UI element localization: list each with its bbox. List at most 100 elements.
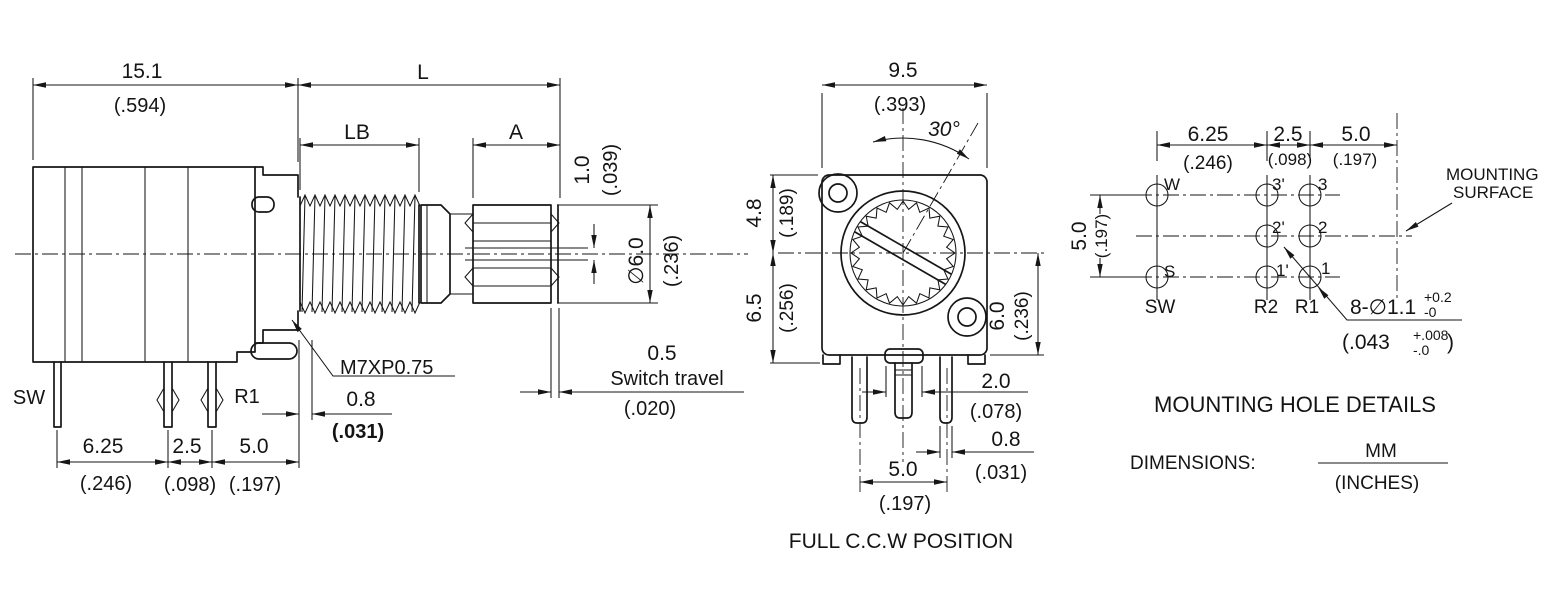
- dim-mount-h1-in: (.246): [1183, 153, 1233, 174]
- front-ear-hole-tl-inner: [828, 183, 848, 203]
- hole-label-s: S: [1164, 262, 1175, 281]
- front-ear-hole-tl-outer: [818, 173, 858, 213]
- dim-mount-h2-in: (.098): [1268, 150, 1312, 169]
- mount-centerlines: [1136, 113, 1412, 300]
- front-switch-housing: [884, 348, 924, 364]
- rotation-arc: [872, 137, 970, 160]
- hole-label-3: 3: [1318, 175, 1327, 194]
- side-body-outline: [32, 166, 256, 363]
- dim-pitch1-in: (.246): [80, 473, 132, 495]
- dim-side-L: L: [417, 61, 429, 84]
- dim-front-width-in: (.393): [874, 94, 926, 116]
- switch-travel-label: Switch travel: [610, 368, 723, 390]
- dim-line-front-right: [990, 253, 1044, 356]
- dim-right-mm: 6.0: [986, 301, 1009, 330]
- front-feet: [822, 354, 986, 365]
- dim-side-width-in: (.594): [114, 95, 166, 117]
- dimensions-label: DIMENSIONS:: [1130, 453, 1256, 474]
- col-label-sw: SW: [1145, 297, 1176, 318]
- dim-pitch3-mm: 5.0: [239, 435, 268, 458]
- hole-note-mm: 8-∅1.1: [1350, 296, 1416, 319]
- front-view-caption: FULL C.C.W POSITION: [789, 530, 1013, 553]
- hole-note-in-sub: -.0: [1413, 342, 1430, 358]
- hole-1: [1298, 265, 1322, 289]
- hole-note-in-sup: +.008: [1413, 327, 1449, 343]
- front-plunger-lines: [895, 369, 912, 376]
- dim-line-dia: [557, 204, 658, 304]
- mounting-surface-label-2: SURFACE: [1453, 183, 1533, 202]
- thread-spec: M7XP0.75: [340, 357, 433, 379]
- dim-actuator-mm: 2.0: [981, 370, 1010, 393]
- col-label-r1: R1: [1295, 297, 1319, 318]
- hole-note-mm-sub: -0: [1424, 304, 1437, 320]
- front-pins: [851, 356, 953, 424]
- dim-upper-mm: 4.8: [743, 198, 766, 227]
- hole-note-mm-sup: +0.2: [1424, 289, 1452, 305]
- hole-2p: [1255, 224, 1279, 248]
- side-knurl-bands: [473, 222, 551, 287]
- dim-lower-mm: 6.5: [743, 293, 766, 322]
- units-inches: (INCHES): [1335, 473, 1419, 494]
- dim-line-LB-A: [299, 138, 560, 198]
- dim-mount-h3-in: (.197): [1333, 150, 1377, 169]
- dim-front-width-mm: 9.5: [888, 59, 917, 82]
- generated-geometry: [33, 82, 1419, 485]
- side-knurl-chevrons: [464, 213, 560, 287]
- mounting-surface-label-1: MOUNTING: [1446, 165, 1539, 184]
- dim-rotation-angle: 30°: [928, 118, 960, 141]
- dim-actuator-in: (.078): [970, 401, 1022, 423]
- dim-offset-mm: 0.8: [346, 388, 375, 411]
- front-knob-slot: [854, 221, 952, 285]
- side-knurl-outline: [472, 204, 559, 304]
- dim-mount-h1-mm: 6.25: [1188, 123, 1229, 146]
- dim-front-pitch-mm: 5.0: [888, 458, 917, 481]
- side-bushing-faces: [299, 196, 420, 312]
- hole-label-2: 2: [1318, 218, 1327, 237]
- hole-note-in: (.043: [1342, 331, 1390, 354]
- dim-pitch3-in: (.197): [229, 474, 281, 496]
- dim-pin-width-in: (.031): [975, 462, 1027, 484]
- hole-1p: [1255, 265, 1279, 289]
- col-label-r2: R2: [1254, 297, 1278, 318]
- front-ear-hole-br-outer: [947, 297, 987, 337]
- mounting-view: 6.25 (.246) 2.5 (.098) 5.0 (.197) 5.0 (.…: [1068, 113, 1539, 494]
- dim-mount-v-in: (.197): [1092, 214, 1111, 258]
- pin-label-r1: R1: [234, 386, 260, 408]
- dim-line-width-L: [32, 78, 561, 198]
- dim-right-in: (.236): [1012, 291, 1033, 341]
- front-knob-inner: [849, 199, 957, 307]
- front-knob-outer: [840, 190, 966, 316]
- side-body-segments: [64, 167, 189, 362]
- dim-mount-v-mm: 5.0: [1068, 221, 1091, 250]
- dim-side-width-mm: 15.1: [122, 60, 163, 83]
- dim-line-travel: [520, 308, 744, 398]
- dim-dia-in: (.236): [661, 235, 683, 287]
- dim-line-offset: [262, 340, 392, 468]
- side-view: 15.1 (.594) L LB A 1.0 (.039) ∅6.0 (.236…: [13, 60, 748, 496]
- front-body: [821, 174, 988, 356]
- side-neck: [426, 205, 473, 303]
- dim-lower-in: (.256): [777, 283, 798, 333]
- side-pin-barbs: [156, 387, 224, 413]
- dim-travel-in: (.020): [624, 398, 676, 420]
- front-view: 9.5 (.393) 30° 4.8 (.189) 6.5 (.256) 6.0…: [743, 59, 1048, 553]
- dim-travel-mm: 0.5: [647, 342, 676, 365]
- dim-slot-mm: 1.0: [571, 155, 594, 184]
- dim-slot-in: (.039): [600, 144, 622, 196]
- thread-leader: [291, 319, 455, 377]
- side-pins: [53, 361, 217, 428]
- units-mm: MM: [1365, 441, 1397, 462]
- dim-offset-in: (.031): [332, 421, 384, 443]
- dim-side-LB: LB: [344, 121, 370, 144]
- dim-side-A: A: [509, 121, 523, 144]
- hole-label-1: 1: [1321, 259, 1330, 278]
- dim-pin-width-mm: 0.8: [991, 428, 1020, 451]
- mount-column-lines: [1156, 175, 1311, 300]
- dim-mount-h2-mm: 2.5: [1273, 123, 1302, 146]
- hole-label-w: W: [1164, 175, 1180, 194]
- hole-label-1p: 1': [1276, 261, 1289, 280]
- dim-front-pitch-in: (.197): [879, 493, 931, 515]
- hole-3: [1298, 183, 1322, 207]
